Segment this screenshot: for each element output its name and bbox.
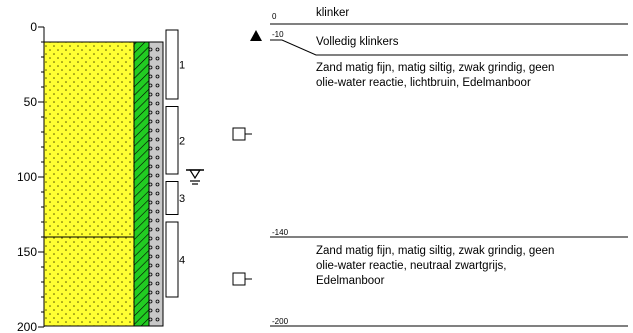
layer-description-line: Volledig klinkers [316,36,399,48]
sample-box-rect [165,181,179,215]
layer-description-line: Zand matig fijn, matig siltig, zwak grin… [316,62,554,74]
sample-box-rect [165,29,179,100]
groundwater-level-icon [186,169,204,185]
layer-depth-label: -200 [272,317,289,326]
depth-tick-label: 150 [17,245,37,259]
layer-depth-label: 0 [272,12,277,21]
sample-box-rect [165,221,179,298]
depth-tick-label: 50 [24,95,38,109]
depth-tick-label: 200 [17,320,37,333]
depth-tick-label: 100 [17,170,37,184]
sample-label: 1 [179,60,185,72]
sample-list: 1 2 3 4 [165,29,185,298]
sample-label: 3 [179,193,185,205]
layer-separator [270,39,628,56]
layer-description-line: klinker [316,7,349,19]
sample-label: 4 [179,255,185,267]
depth-tick-label: 0 [30,20,37,34]
filter-liner [133,41,150,327]
borehole-column [43,41,164,327]
box-marker-icon [232,272,252,286]
layer-description-line: Zand matig fijn, matig siltig, zwak grin… [316,245,554,257]
sand-column [43,41,135,327]
sample-box: 2 [165,106,185,175]
layer-descriptions: 0 klinker -10 Volledig klinkers Zand mat… [270,7,628,327]
sample-box-rect [165,106,179,175]
layer-depth-label: -140 [272,228,289,237]
sample-label: 2 [179,135,185,147]
indicators [186,30,262,286]
depth-axis: 0 50 100 150 200 [17,20,45,333]
sample-box: 3 [165,181,185,215]
layer-description-line: olie-water reactie, lichtbruin, Edelmanb… [316,77,531,89]
layer-depth-label: -10 [272,30,284,39]
sample-box: 1 [165,29,185,100]
layer-description-line: Edelmanboor [316,275,385,287]
layer-description-line: olie-water reactie, neutraal zwartgrijs, [316,260,506,272]
box-marker-icon [232,127,252,141]
sample-box: 4 [165,221,185,298]
triangle-marker-icon [250,30,262,41]
gravel-casing [148,41,164,327]
